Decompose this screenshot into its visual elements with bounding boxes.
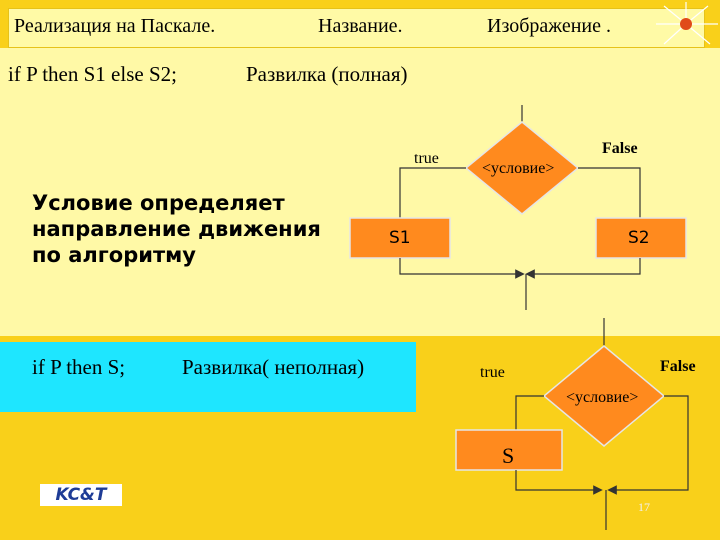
full-branch-panel [0, 48, 720, 336]
header-box [8, 8, 705, 48]
header-col-image: Изображение . [487, 15, 611, 37]
partial-true-branch-line [515, 395, 544, 430]
full-s2-box [595, 217, 687, 259]
sun-decoration-icon [656, 2, 718, 45]
partial-false-merge-line [607, 395, 689, 495]
kct-logo: KC&T [40, 484, 122, 506]
full-s1-merge-line [399, 258, 525, 279]
full-condition-diamond [464, 121, 580, 215]
partial-false-label: False [660, 358, 696, 375]
condition-note-line-3: по алгоритму [32, 243, 196, 267]
header-col-name: Название. [318, 15, 403, 37]
full-true-label: true [414, 150, 439, 167]
partial-true-label: true [480, 364, 505, 381]
header-col-pascal: Реализация на Паскале. [14, 15, 216, 37]
condition-note: Условие определяет направление движения … [32, 190, 332, 268]
full-s2-merge-line [525, 258, 641, 279]
full-s1-label: S1 [389, 228, 411, 248]
full-false-branch-line [578, 167, 641, 218]
partial-condition-label: <условие> [566, 389, 639, 406]
full-condition-label: <условие> [482, 160, 555, 177]
partial-true-merge-line [515, 470, 603, 495]
full-s2-label: S2 [628, 228, 650, 248]
partial-branch-panel [0, 342, 416, 412]
partial-branch-name: Развилка( неполная) [182, 355, 365, 379]
partial-s-box [455, 429, 563, 471]
full-branch-name: Развилка (полная) [246, 62, 408, 86]
condition-note-line-2: направление движения [32, 217, 321, 241]
full-s1-box [349, 217, 451, 259]
partial-s-label: S [502, 443, 515, 468]
partial-branch-code: if P then S; [32, 355, 126, 379]
page-number: 17 [638, 500, 650, 514]
full-true-branch-line [399, 167, 466, 218]
condition-note-line-1: Условие определяет [32, 191, 285, 215]
full-false-label: False [602, 140, 638, 157]
full-branch-code: if P then S1 else S2; [8, 62, 177, 86]
partial-condition-diamond [542, 345, 666, 447]
